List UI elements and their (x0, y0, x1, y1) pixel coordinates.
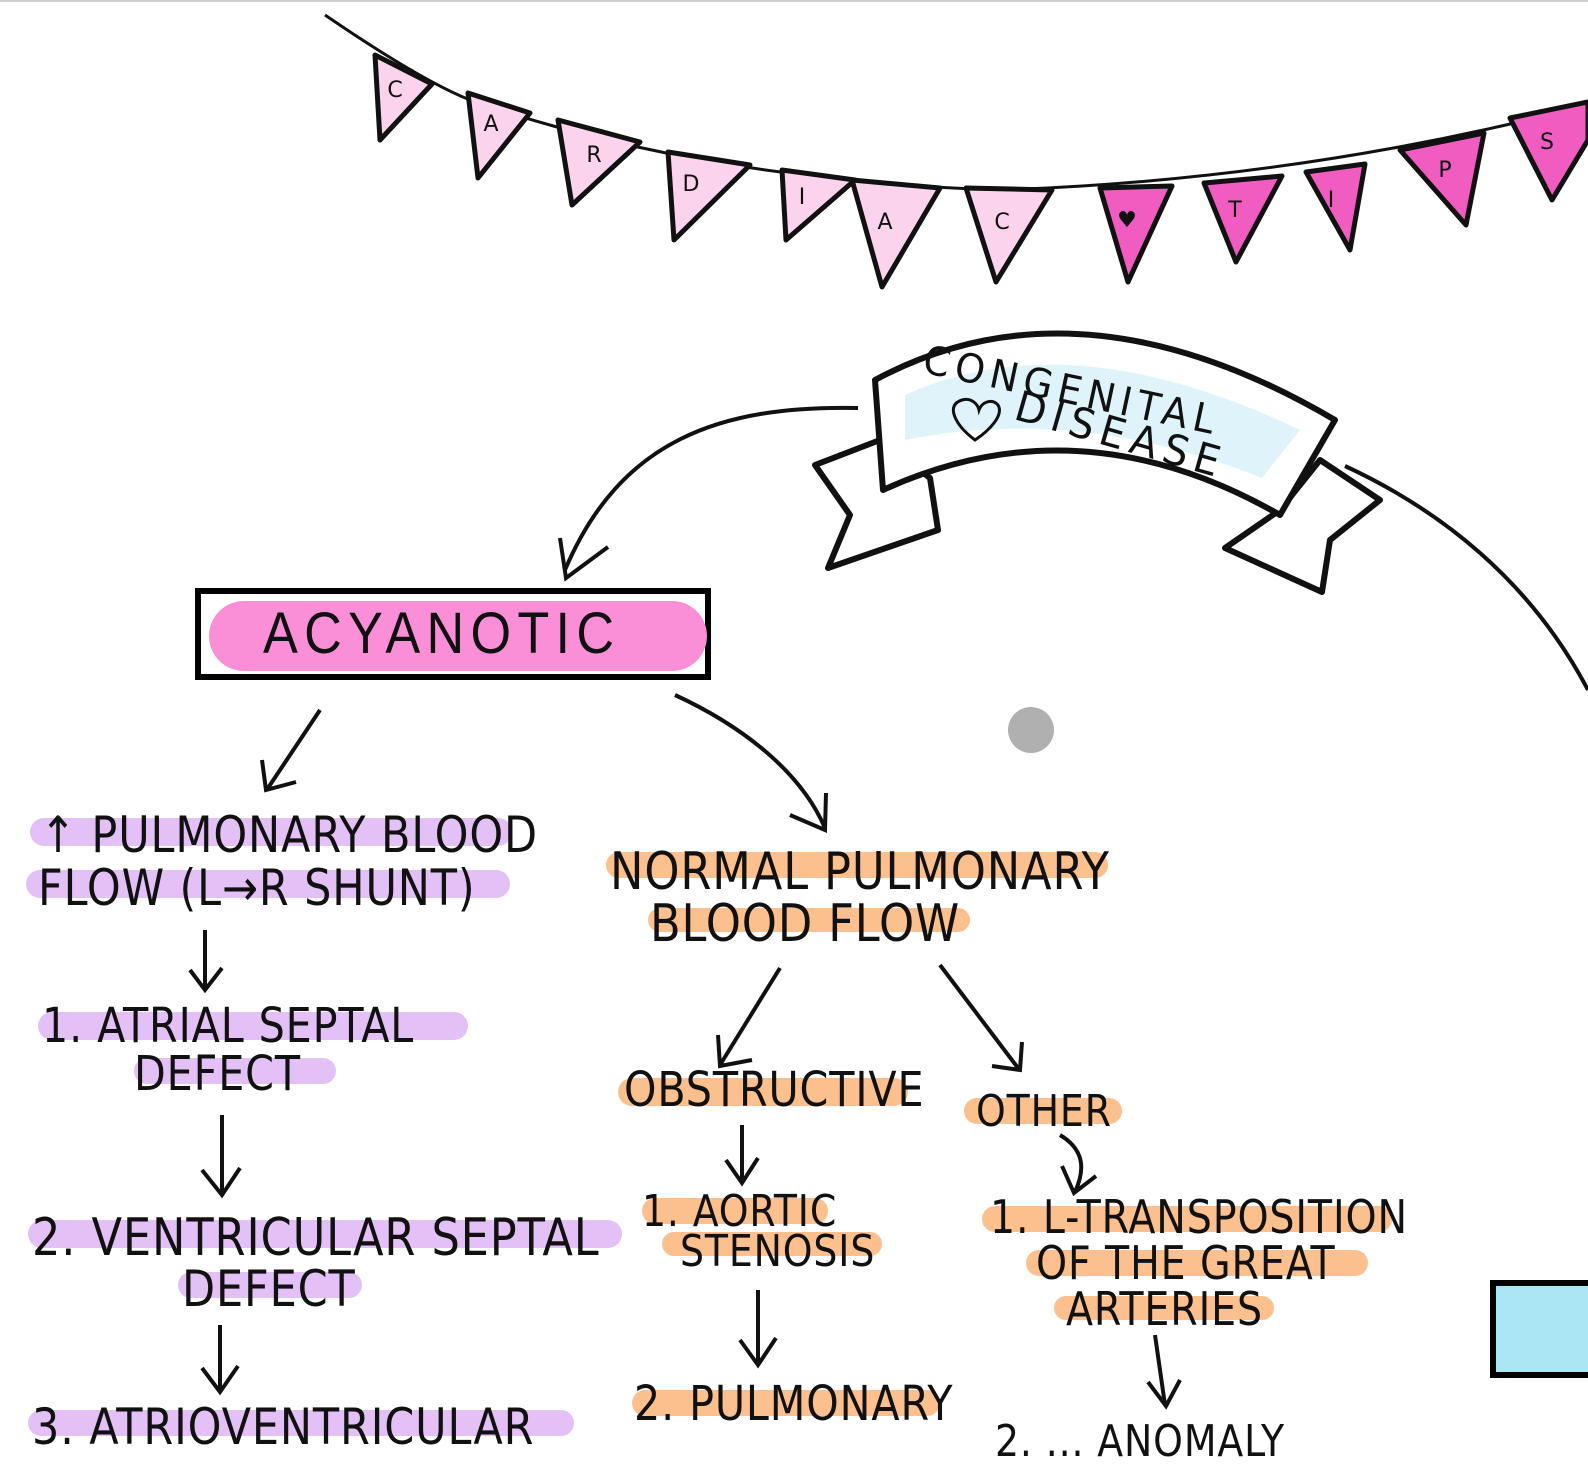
arrow-normal-to-other (938, 963, 1024, 1073)
arrow-down (724, 1125, 760, 1187)
highlight (632, 1390, 940, 1416)
vsd-item: 2. VENTRICULAR SEPTAL (32, 1208, 600, 1268)
highlight (30, 818, 512, 846)
next-other-item: 2. ... ANOMALY (995, 1416, 1285, 1467)
top-border (0, 0, 1588, 2)
normal-flow-heading: NORMAL PULMONARY (610, 842, 1110, 902)
arrow-down (1146, 1334, 1182, 1410)
arrow-normal-to-obstructive (716, 966, 782, 1069)
vsd-item: DEFECT (182, 1260, 356, 1318)
flag-letter: T (1228, 198, 1242, 223)
highlight (662, 1232, 882, 1256)
bunting-flag-d (665, 149, 753, 243)
bunting-flag-heart (1097, 183, 1175, 285)
avsd-item: 3. ATRIOVENTRICULAR (32, 1398, 535, 1456)
ribbon-tail-right (1222, 457, 1383, 595)
bunting-flag-a2 (849, 177, 943, 290)
arrow-down (1058, 1133, 1098, 1197)
bunting-flag-r (555, 117, 643, 208)
aortic-stenosis-item: 1. AORTIC (642, 1186, 838, 1237)
asd-item: DEFECT (134, 1046, 301, 1102)
arrow-acyanotic-to-normal-flow (674, 693, 827, 829)
bunting-flag-a (465, 90, 533, 181)
acyanotic-label: ACYANOTIC (263, 601, 621, 666)
highlight (1026, 1250, 1368, 1276)
acyanotic-node: ACYANOTIC (195, 588, 711, 680)
highlight (642, 1198, 828, 1224)
arrow-down (738, 1290, 778, 1369)
ribbon-fill (905, 364, 1300, 478)
arrow-down (200, 1325, 240, 1396)
scroll-indicator[interactable] (1008, 707, 1054, 753)
bunting-string (324, 13, 1588, 192)
bunting-flag-s (1507, 99, 1588, 203)
l-tga-item: ARTERIES (1066, 1282, 1263, 1336)
arrow-head (789, 792, 828, 833)
pulmonary-stenosis-item: 2. PULMONARY (634, 1376, 954, 1432)
highlight (178, 1272, 362, 1298)
bunting-flag-i (779, 167, 858, 243)
aortic-stenosis-item: STENOSIS (680, 1226, 876, 1277)
obstructive-label: OBSTRUCTIVE (624, 1062, 925, 1118)
bunting-flag-i2 (1303, 161, 1368, 253)
heart-outline-icon (951, 397, 1001, 442)
bunting-flag-p (1397, 130, 1487, 228)
arrow-ribbon-to-acyanotic (563, 405, 859, 571)
highlight (28, 1410, 574, 1436)
arrow-down (188, 930, 224, 994)
bunting-flag-c2 (963, 185, 1055, 285)
increased-flow-heading: FLOW (L→R SHUNT) (38, 859, 476, 917)
l-tga-item: OF THE GREAT (1036, 1236, 1336, 1290)
flag-letter: A (877, 210, 893, 235)
flag-letter: S (1540, 130, 1554, 155)
highlight (38, 1012, 468, 1040)
highlight (606, 852, 1108, 878)
flag-heart-icon: ♥ (1117, 208, 1137, 233)
flag-letter: D (682, 172, 700, 197)
highlight (26, 870, 510, 898)
arrow-acyanotic-to-increased-flow (266, 708, 322, 790)
flag-letter: I (798, 185, 806, 210)
highlight (134, 1058, 336, 1084)
acyanotic-highlight (209, 601, 707, 671)
flag-letter: C (387, 78, 403, 103)
highlight (648, 908, 970, 932)
bunting-flag-t (1201, 173, 1285, 265)
highlight (28, 1220, 622, 1248)
arrow-ribbon-to-cyanotic (1344, 464, 1588, 691)
flag-letter: C (994, 210, 1010, 235)
normal-flow-heading: BLOOD FLOW (650, 894, 961, 954)
bunting-flag-c (372, 52, 435, 143)
increased-flow-heading: ↑ PULMONARY BLOOD (40, 806, 538, 864)
cyanotic-node-partial (1490, 1280, 1588, 1378)
flag-letter: R (586, 143, 602, 168)
arrow-down (200, 1115, 242, 1199)
highlight (618, 1078, 908, 1106)
arrow-head (260, 759, 297, 793)
arrow-head (558, 537, 610, 582)
l-tga-item: 1. L-TRANSPOSITION (990, 1190, 1408, 1244)
other-label: OTHER (976, 1086, 1112, 1137)
highlight (964, 1098, 1122, 1124)
highlight (1054, 1296, 1274, 1320)
highlight (982, 1206, 1392, 1232)
flag-letter: I (1327, 188, 1335, 213)
flag-letter: A (483, 112, 499, 137)
flag-letter: P (1438, 158, 1452, 183)
asd-item: 1. ATRIAL SEPTAL (42, 998, 415, 1054)
